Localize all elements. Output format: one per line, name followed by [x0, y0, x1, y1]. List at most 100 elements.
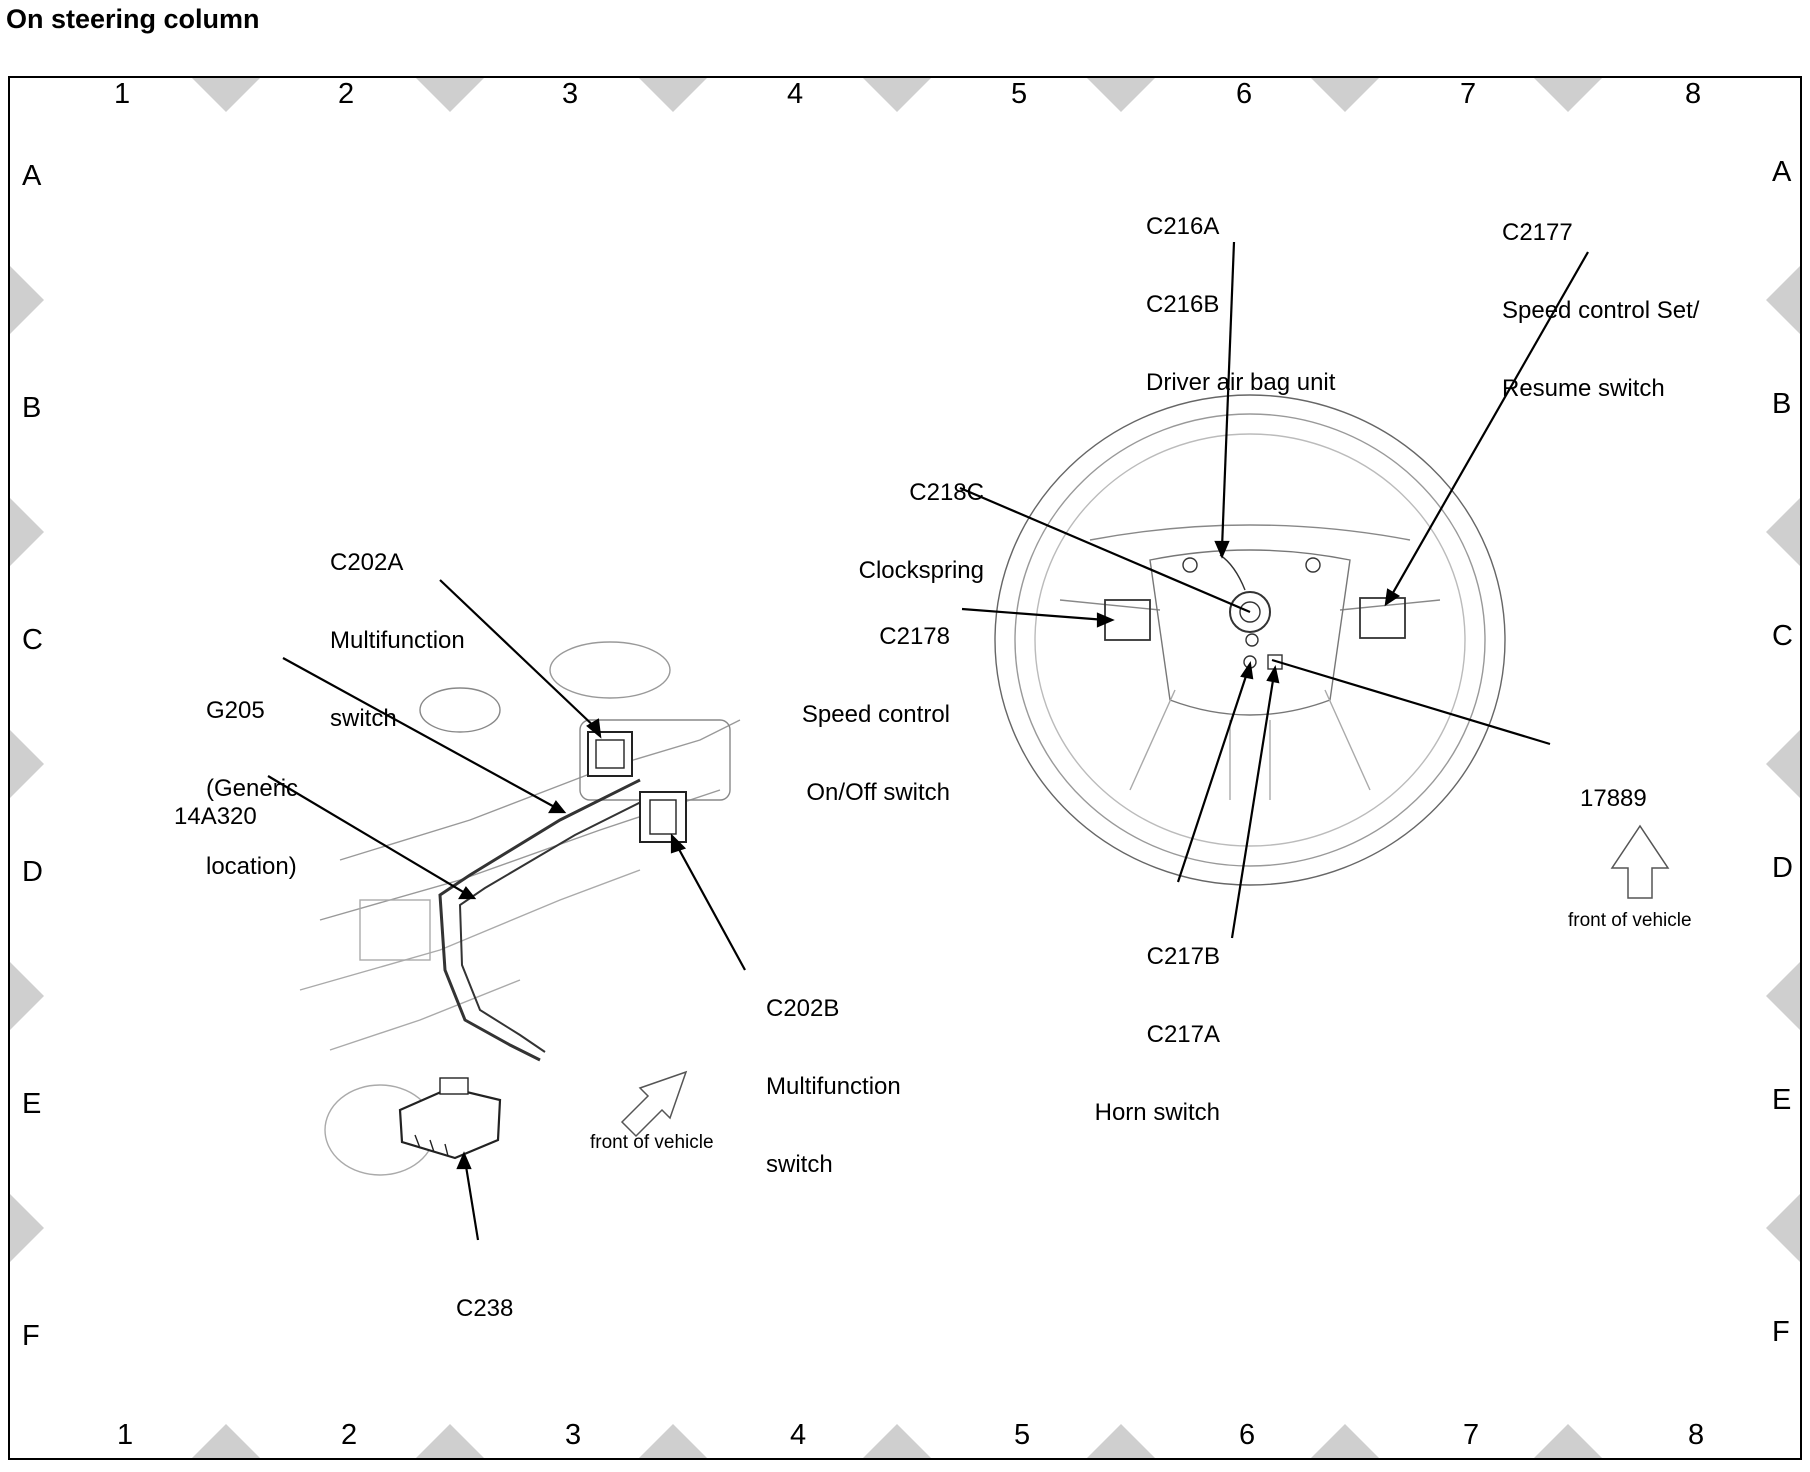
hatch-mark: [10, 730, 44, 798]
hatch-mark: [10, 1194, 44, 1262]
callout-c216-line2: C216B: [1146, 291, 1220, 318]
front-arrow-left: [620, 1070, 688, 1138]
hatch-mark: [1087, 78, 1155, 112]
page-title: On steering column: [6, 4, 260, 34]
grid-column-label: 2: [338, 78, 355, 110]
callout-c2177-line3: Resume switch: [1502, 375, 1665, 402]
grid-row-label: E: [1772, 1084, 1792, 1116]
grid-column-label: 8: [1685, 78, 1702, 110]
hatch-mark: [639, 78, 707, 112]
callout-c217-line2: C217A: [1146, 1021, 1220, 1048]
hatch-mark: [1311, 1424, 1379, 1458]
hatch-mark: [192, 78, 260, 112]
callout-c2178-line3: On/Off switch: [806, 779, 950, 806]
grid-column-label: 1: [117, 1419, 134, 1451]
grid-column-label: 8: [1688, 1419, 1705, 1451]
hatch-mark: [10, 962, 44, 1030]
grid-row-label: F: [22, 1320, 40, 1352]
grid-column-label: 3: [562, 78, 579, 110]
callout-c202a: C202A Multifunction switch: [330, 498, 465, 758]
diagram-frame: [8, 76, 1802, 1460]
hatch-mark: [10, 266, 44, 334]
callout-c2177: C2177 Speed control Set/ Resume switch: [1502, 168, 1699, 428]
hatch-mark: [10, 498, 44, 566]
steering-wheel-illustration: [994, 394, 1506, 886]
hatch-mark: [863, 78, 931, 112]
callout-c202b-line3: switch: [766, 1151, 833, 1178]
callout-c238: C238: [456, 1244, 513, 1348]
grid-column-label: 7: [1463, 1419, 1480, 1451]
callout-c202b-line2: Multifunction: [766, 1073, 901, 1100]
callout-14a320: 14A320: [174, 752, 257, 856]
hatch-mark: [1766, 266, 1800, 334]
grid-column-label: 1: [114, 78, 131, 110]
grid-row-label: C: [22, 624, 43, 656]
hatch-mark: [416, 1424, 484, 1458]
callout-c202b-line1: C202B: [766, 995, 840, 1022]
callout-17889-line1: 17889: [1580, 785, 1647, 812]
grid-row-label: B: [22, 392, 42, 424]
callout-17889: 17889: [1580, 734, 1647, 838]
callout-c218c-line2: Clockspring: [858, 557, 984, 584]
callout-c218c-line1: C218C: [909, 479, 984, 506]
callout-c2178: C2178 Speed control On/Off switch: [772, 572, 950, 832]
callout-c202b: C202B Multifunction switch: [766, 944, 901, 1204]
grid-row-label: C: [1772, 620, 1793, 652]
front-of-vehicle-left: front of vehicle: [590, 1132, 714, 1153]
grid-row-label: B: [1772, 388, 1792, 420]
grid-row-label: F: [1772, 1316, 1790, 1348]
callout-c217-line1: C217B: [1146, 943, 1220, 970]
callout-c218c: C218C Clockspring: [820, 428, 984, 610]
grid-row-label: A: [22, 160, 42, 192]
callout-c2178-line2: Speed control: [801, 701, 950, 728]
frame-hatch-marks: [10, 78, 1800, 1458]
hatch-mark: [1534, 1424, 1602, 1458]
grid-column-label: 4: [787, 78, 804, 110]
grid-column-label: 4: [790, 1419, 807, 1451]
hatch-mark: [192, 1424, 260, 1458]
callout-c217: C217B C217A Horn switch: [1070, 892, 1220, 1152]
front-of-vehicle-right: front of vehicle: [1568, 910, 1692, 931]
grid-row-label: E: [22, 1088, 42, 1120]
hatch-mark: [639, 1424, 707, 1458]
callout-c2178-line1: C2178: [879, 623, 950, 650]
hatch-mark: [1766, 498, 1800, 566]
front-arrow-right: [1610, 824, 1670, 899]
callout-g205-line1: G205: [206, 697, 265, 724]
grid-row-label: D: [22, 856, 43, 888]
callout-c202a-line3: switch: [330, 705, 397, 732]
hatch-mark: [1311, 78, 1379, 112]
hatch-mark: [1766, 962, 1800, 1030]
grid-row-label: A: [1772, 156, 1792, 188]
hatch-mark: [1087, 1424, 1155, 1458]
callout-c217-line3: Horn switch: [1094, 1099, 1220, 1126]
callout-c202a-line1: C202A: [330, 549, 404, 576]
callout-c216: C216A C216B Driver air bag unit: [1146, 162, 1335, 422]
hatch-mark: [1766, 730, 1800, 798]
steering-column-illustration: [299, 641, 741, 1176]
callout-g205: G205 (Generic location): [206, 646, 298, 906]
callout-c2177-line1: C2177: [1502, 219, 1573, 246]
grid-column-label: 7: [1460, 78, 1477, 110]
callout-c2177-line2: Speed control Set/: [1502, 297, 1700, 324]
grid-column-label: 6: [1239, 1419, 1256, 1451]
callout-c202a-line2: Multifunction: [330, 627, 465, 654]
hatch-mark: [1766, 1194, 1800, 1262]
callout-14a320-line1: 14A320: [174, 803, 257, 830]
callout-g205-line2: (Generic: [206, 775, 299, 802]
callout-g205-line3: location): [206, 853, 297, 880]
grid-column-label: 2: [341, 1419, 358, 1451]
hatch-mark: [1534, 78, 1602, 112]
grid-column-label: 3: [565, 1419, 582, 1451]
callout-c216-line3: Driver air bag unit: [1146, 369, 1336, 396]
grid-column-label: 5: [1011, 78, 1028, 110]
leader-lines: [267, 241, 1589, 1241]
callout-c216-line1: C216A: [1146, 213, 1220, 240]
callout-c238-line1: C238: [456, 1295, 514, 1322]
hatch-mark: [863, 1424, 931, 1458]
grid-column-label: 5: [1014, 1419, 1031, 1451]
hatch-mark: [416, 78, 484, 112]
grid-column-label: 6: [1236, 78, 1253, 110]
grid-row-label: D: [1772, 852, 1793, 884]
